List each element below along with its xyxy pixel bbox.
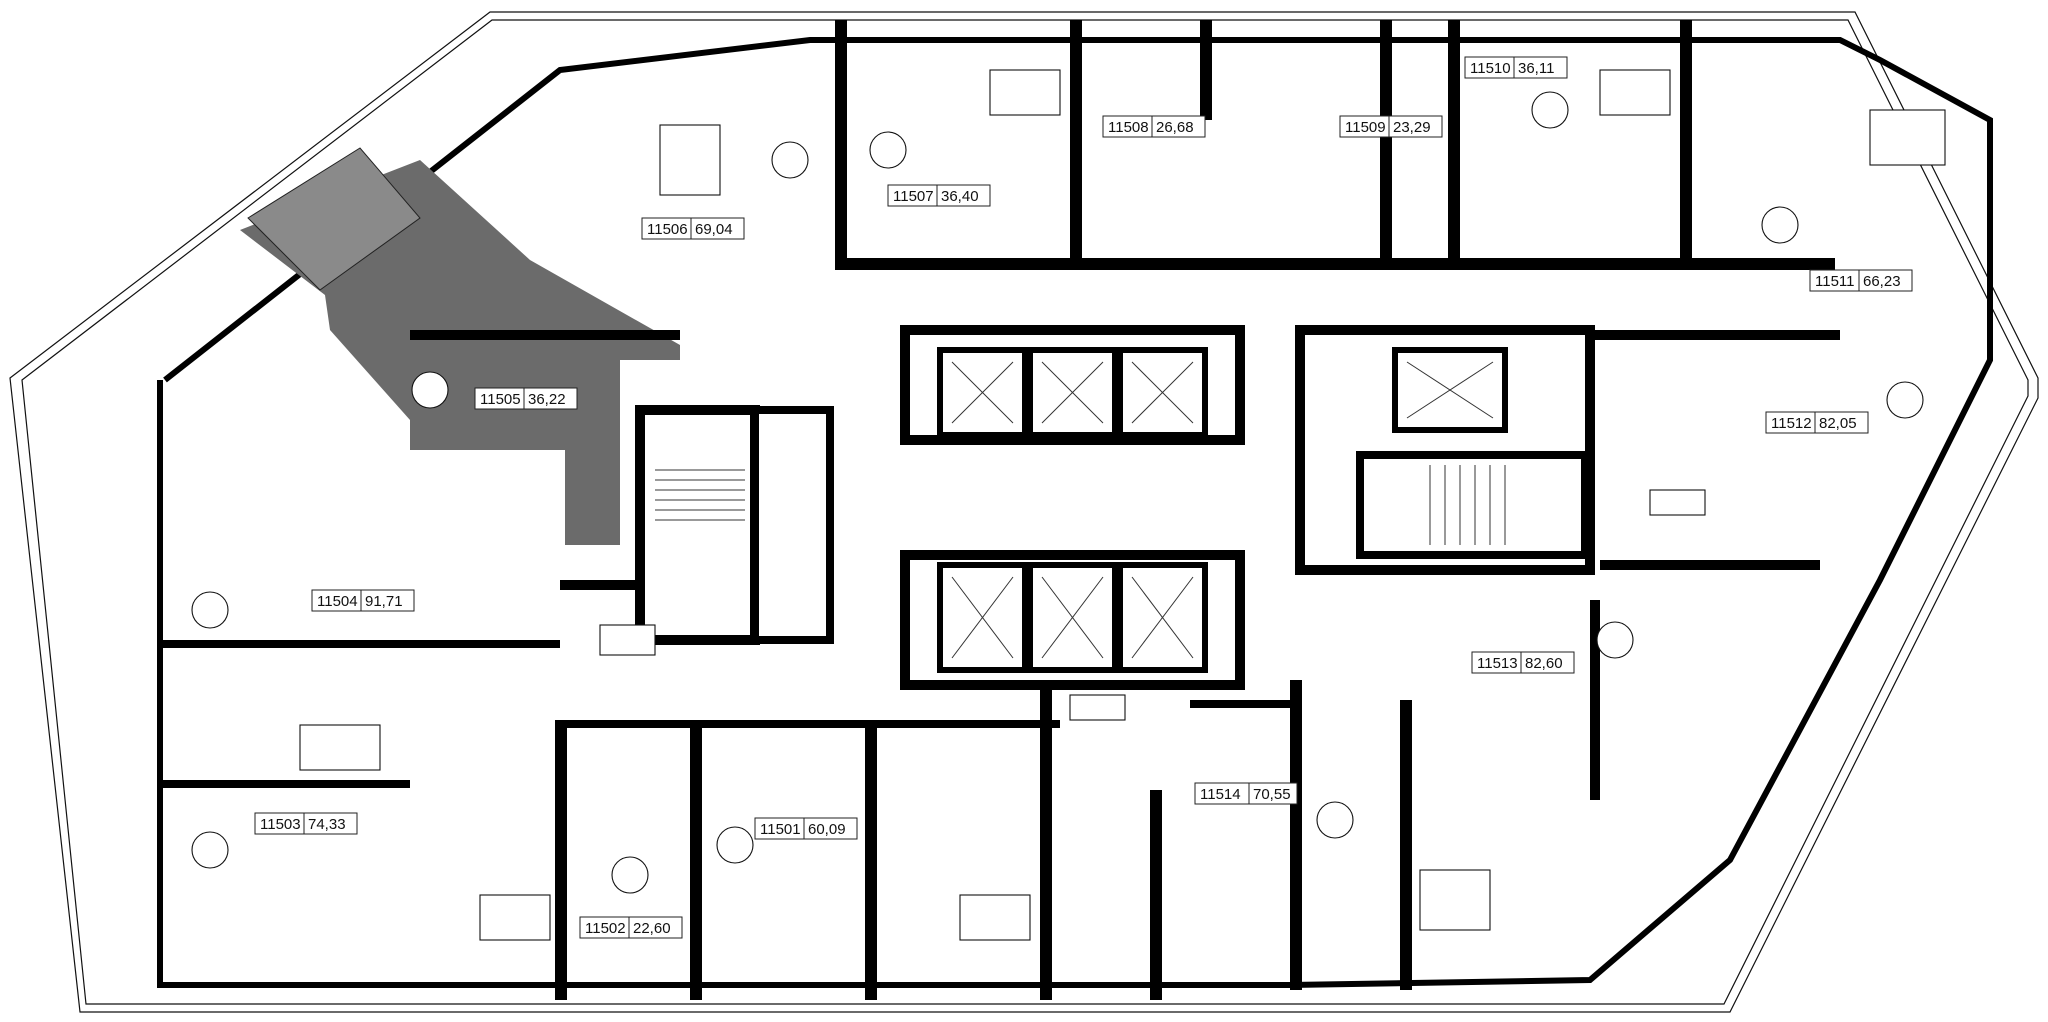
- unit-labels: 11501 60,09 11502 22,60 11503 74,33 1150…: [254, 56, 1913, 939]
- unit-number: 11508: [1108, 119, 1149, 136]
- unit-label-11511[interactable]: 11511 66,23: [1809, 269, 1913, 292]
- highlighted-balcony-11505: [247, 147, 421, 291]
- unit-number: 11507: [893, 188, 934, 205]
- unit-label-11513[interactable]: 11513 82,60: [1471, 651, 1575, 674]
- unit-number: 11502: [585, 920, 626, 937]
- unit-label-11509[interactable]: 11509 23,29: [1339, 115, 1443, 138]
- unit-area: 23,29: [1393, 119, 1431, 136]
- unit-number: 11504: [317, 593, 358, 610]
- unit-area: 60,09: [808, 821, 846, 838]
- unit-area: 74,33: [308, 816, 346, 833]
- unit-label-11512[interactable]: 11512 82,05: [1765, 411, 1869, 434]
- unit-label-11507[interactable]: 11507 36,40: [887, 184, 991, 207]
- unit-number: 11513: [1477, 655, 1518, 672]
- unit-label-11506[interactable]: 11506 69,04: [641, 217, 745, 240]
- unit-label-11503[interactable]: 11503 74,33: [254, 812, 358, 835]
- building-core: [635, 325, 1595, 690]
- unit-area: 82,60: [1525, 655, 1563, 672]
- unit-area: 36,11: [1518, 60, 1554, 77]
- unit-number: 11503: [260, 816, 301, 833]
- unit-area: 91,71: [365, 593, 403, 610]
- interior-walls: [160, 20, 1840, 1000]
- unit-area: 82,05: [1819, 415, 1857, 432]
- unit-label-11510[interactable]: 11510 36,11: [1464, 56, 1568, 79]
- unit-area: 36,40: [941, 188, 979, 205]
- furniture: [191, 69, 1946, 941]
- unit-number: 11514: [1200, 786, 1241, 803]
- unit-label-11504[interactable]: 11504 91,71: [311, 589, 415, 612]
- unit-area: 36,22: [528, 391, 566, 408]
- unit-label-11514[interactable]: 11514 70,55: [1194, 782, 1298, 805]
- unit-number: 11505: [480, 391, 521, 408]
- unit-number: 11510: [1470, 60, 1511, 77]
- unit-area: 70,55: [1253, 786, 1291, 803]
- unit-area: 66,23: [1863, 273, 1901, 290]
- unit-number: 11501: [760, 821, 801, 838]
- building-outline: [9, 11, 2039, 1013]
- unit-area: 69,04: [695, 221, 733, 238]
- unit-number: 11512: [1771, 415, 1812, 432]
- unit-number: 11511: [1815, 273, 1855, 290]
- unit-label-11505[interactable]: 11505 36,22: [474, 387, 578, 410]
- unit-area: 26,68: [1156, 119, 1194, 136]
- unit-label-11501[interactable]: 11501 60,09: [754, 817, 858, 840]
- unit-label-11502[interactable]: 11502 22,60: [579, 916, 683, 939]
- unit-number: 11509: [1345, 119, 1386, 136]
- unit-area: 22,60: [633, 920, 671, 937]
- unit-label-11508[interactable]: 11508 26,68: [1102, 115, 1206, 138]
- unit-number: 11506: [647, 221, 688, 238]
